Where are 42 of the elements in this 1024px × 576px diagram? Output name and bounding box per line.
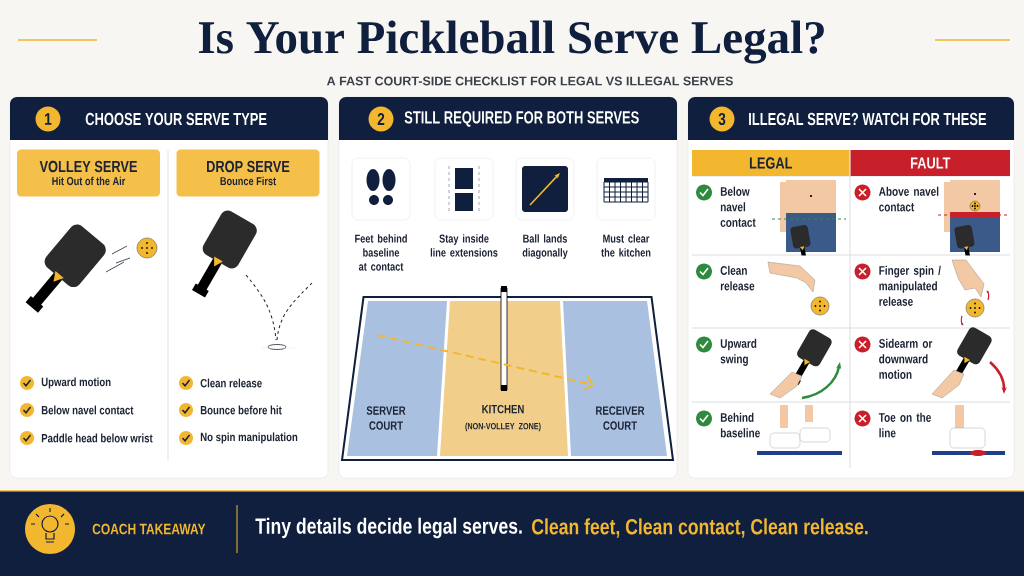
checklist-item: No spin manipulation bbox=[200, 432, 298, 444]
checklist-item: Paddle head below wrist bbox=[41, 433, 153, 443]
subtitle: A FAST COURT-SIDE CHECKLIST FOR LEGAL VS ILLEGAL SERVES bbox=[326, 76, 733, 86]
node-label: Finger spin / manipulated release bbox=[879, 265, 941, 306]
icon-caption: Must clear the kitchen bbox=[601, 234, 651, 257]
checklist-item: Clean release bbox=[200, 378, 262, 388]
node-label: Sidearm or downward motion bbox=[878, 338, 933, 379]
checklist-item: Bounce before hit bbox=[200, 405, 282, 415]
title: Is Your Pickleball Serve Legal? bbox=[198, 20, 824, 64]
icon-caption: Stay inside line extensions bbox=[430, 234, 498, 257]
table-cell: Finger spin / manipulated release bbox=[850, 255, 1010, 328]
node-label: Upward swing bbox=[720, 338, 757, 366]
node-label: Toe on the line bbox=[878, 412, 931, 438]
table-cell: Below navel contact bbox=[692, 176, 850, 265]
node-label: Above navel contact bbox=[878, 186, 939, 212]
node-label: Below navel contact bbox=[720, 186, 756, 227]
takeaway-text: Tiny details decide legal serves. bbox=[255, 517, 522, 539]
takeaway-highlight: Clean feet, Clean contact, Clean release. bbox=[532, 518, 868, 538]
zone-label: RECEIVER COURT bbox=[596, 406, 645, 430]
serve-type-box: VOLLEY SERVE Hit Out of the Air bbox=[17, 149, 160, 197]
table-cell: Behind baseline bbox=[692, 402, 850, 468]
table-cell: Sidearm or downward motion bbox=[850, 327, 1010, 402]
table-cell: Toe on the line bbox=[850, 402, 1010, 468]
checklist-item: Upward motion bbox=[41, 377, 111, 389]
number-badge: 3 bbox=[709, 106, 735, 132]
node-label: Behind baseline bbox=[720, 412, 760, 438]
table-cell: Above navel contact bbox=[850, 176, 1010, 265]
zone-label: KITCHEN (NON-VOLLEY ZONE) bbox=[465, 404, 541, 432]
table-cell: Upward swing bbox=[692, 328, 850, 402]
column-header: LEGAL bbox=[692, 150, 850, 176]
node-label: Clean release bbox=[720, 265, 755, 291]
zone-label: SERVER COURT bbox=[366, 406, 406, 430]
number-badge: 1 bbox=[35, 106, 61, 132]
serve-type-box: DROP SERVE Bounce First bbox=[176, 149, 320, 197]
trajectory-arrow bbox=[376, 334, 594, 391]
column-header: FAULT bbox=[850, 150, 1010, 176]
number-badge: 2 bbox=[368, 106, 394, 132]
icon-caption: Feet behind baseline at contact bbox=[355, 234, 407, 271]
banner-heading: COACH TAKEAWAY bbox=[92, 523, 206, 535]
checklist-item: Below navel contact bbox=[41, 405, 134, 415]
icon-caption: Ball lands diagonally bbox=[522, 234, 568, 259]
table-cell: Clean release bbox=[692, 255, 850, 328]
